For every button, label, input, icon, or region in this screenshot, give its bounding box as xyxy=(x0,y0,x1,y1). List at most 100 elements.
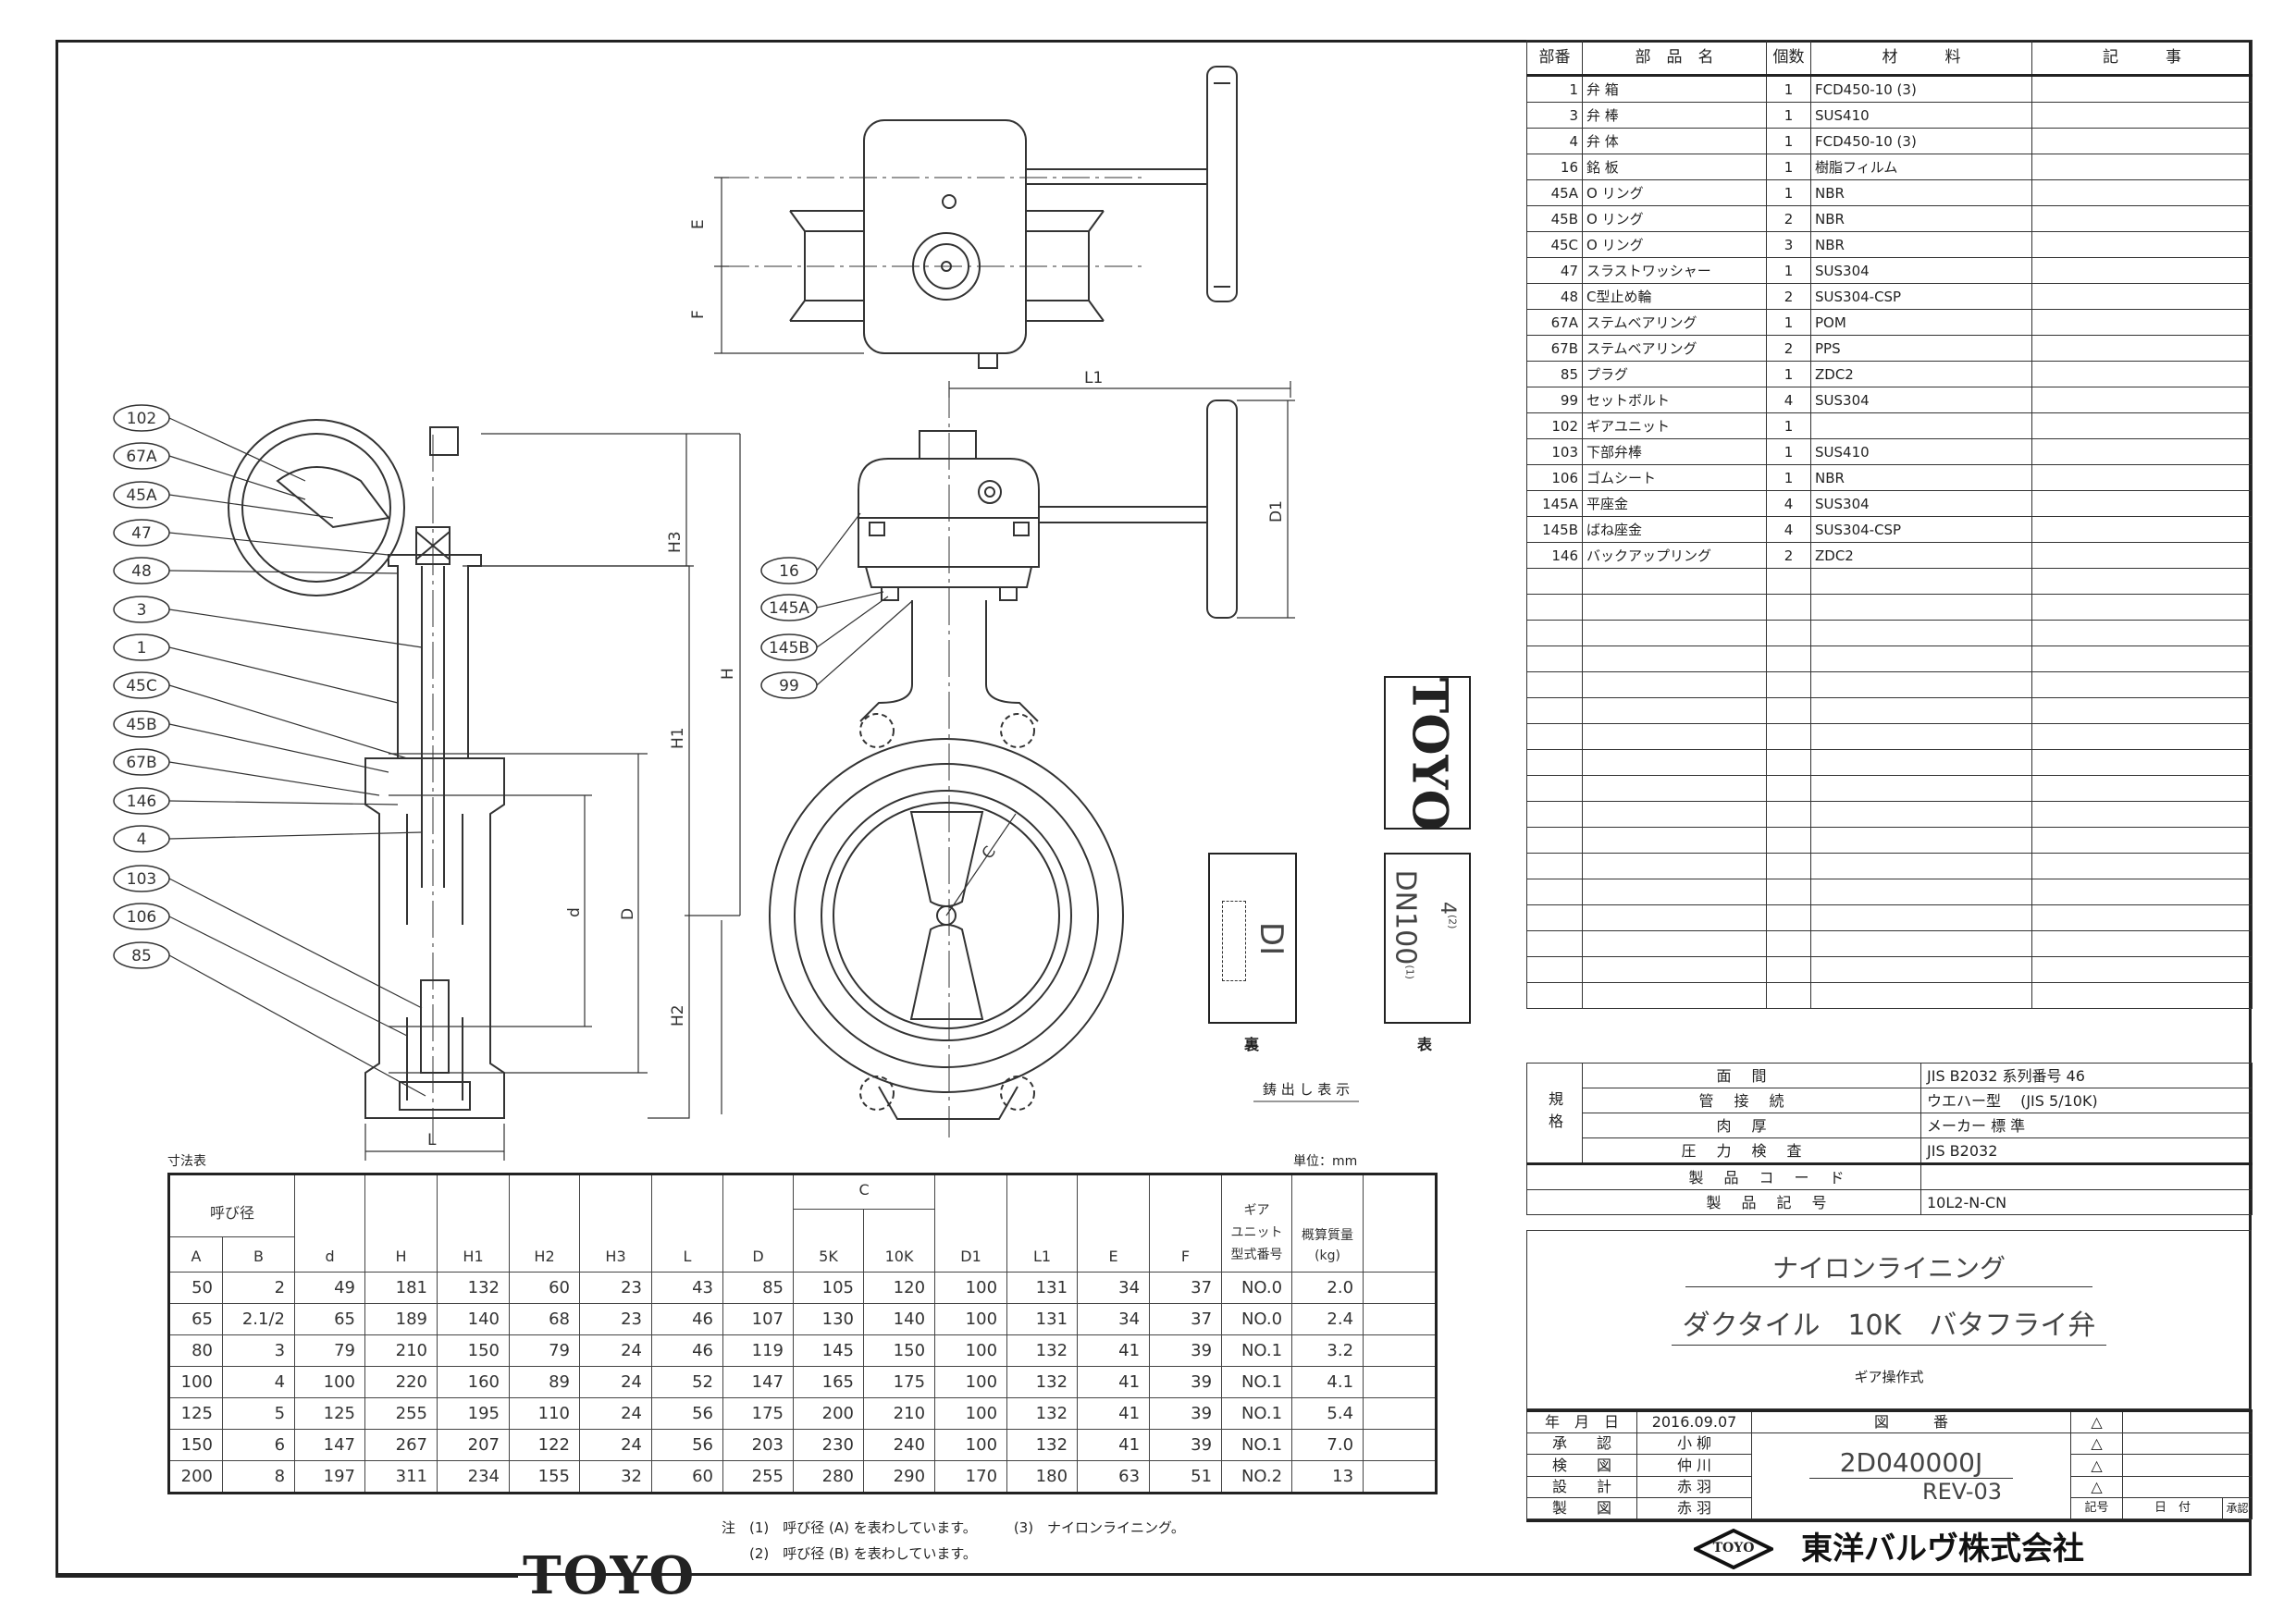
callout-label: 85 xyxy=(131,947,152,965)
part-name xyxy=(1582,956,1767,983)
col-header: B xyxy=(221,1236,296,1273)
part-name: 弁 体 xyxy=(1582,128,1767,154)
dimension-cell: 195 xyxy=(437,1397,511,1430)
dimension-cell: NO.0 xyxy=(1221,1272,1293,1304)
dimension-cell: 160 xyxy=(437,1366,511,1398)
callout-label: 45C xyxy=(126,677,157,695)
part-note xyxy=(2031,568,2253,595)
spec-label: 圧力検査 xyxy=(1582,1137,1921,1164)
note-2: (2) 呼び径 (B) を表わしています。 xyxy=(749,1545,977,1562)
part-material xyxy=(1810,982,2032,1009)
part-material: ZDC2 xyxy=(1810,542,2032,569)
dimension-cell xyxy=(1363,1366,1438,1398)
col-header: H2 xyxy=(509,1174,581,1273)
spec-group-label: 規格 xyxy=(1526,1063,1583,1164)
dimension-cell: 132 xyxy=(1006,1334,1079,1367)
part-name xyxy=(1582,697,1767,724)
part-name: スラストワッシャー xyxy=(1582,257,1767,284)
part-note xyxy=(2031,697,2253,724)
dimension-cell: 34 xyxy=(1077,1272,1151,1304)
dimension-cell: 46 xyxy=(651,1303,724,1335)
unit-label: 単位：mm xyxy=(1293,1154,1358,1169)
dimension-cell: 43 xyxy=(651,1272,724,1304)
part-note xyxy=(2031,490,2253,517)
company-row: TOYO 東洋バルヴ株式会社 xyxy=(1526,1519,2252,1576)
part-material: FCD450-10 (3) xyxy=(1810,75,2032,103)
part-name: ばね座金 xyxy=(1582,516,1767,543)
callout-102: 102 xyxy=(113,404,306,482)
part-name: ステムベアリング xyxy=(1582,309,1767,336)
parts-row-empty xyxy=(1526,620,2253,646)
dimension-cell: 50 xyxy=(168,1272,223,1304)
part-material: SUS304-CSP xyxy=(1810,283,2032,310)
dimension-cell: 52 xyxy=(651,1366,724,1398)
part-note xyxy=(2031,853,2253,879)
parts-row-empty xyxy=(1526,646,2253,672)
notes-prefix: 注 xyxy=(722,1519,736,1536)
part-no: 67A xyxy=(1526,309,1583,336)
dimension-cell: 23 xyxy=(579,1272,653,1304)
dim-label-l1: L1 xyxy=(1084,369,1103,387)
dimension-cell: 68 xyxy=(509,1303,581,1335)
callout-label: 45B xyxy=(126,716,156,734)
dimension-cell: 24 xyxy=(579,1429,653,1461)
dimension-cell: 5.4 xyxy=(1291,1397,1364,1430)
part-name: 下部弁棒 xyxy=(1582,438,1767,465)
part-no xyxy=(1526,568,1583,595)
part-note xyxy=(2031,231,2253,258)
dimension-cell: 130 xyxy=(793,1303,865,1335)
dimension-cell: 147 xyxy=(294,1429,366,1461)
design-name: 赤 羽 xyxy=(1636,1475,1752,1498)
col-header-part-name: 部 品 名 xyxy=(1582,40,1767,77)
part-note xyxy=(2031,594,2253,621)
part-name xyxy=(1582,723,1767,750)
part-qty: 1 xyxy=(1766,309,1811,336)
col-header: D1 xyxy=(934,1174,1008,1273)
callout-47: 47 xyxy=(113,519,389,556)
part-no xyxy=(1526,671,1583,698)
dimension-cell xyxy=(1363,1272,1438,1304)
note-1: (1) 呼び径 (A) を表わしています。 xyxy=(749,1519,977,1536)
dimension-cell: 3 xyxy=(221,1334,296,1367)
dimension-cell: 230 xyxy=(793,1429,865,1461)
dim-label-c: C xyxy=(979,843,1000,863)
part-qty xyxy=(1766,697,1811,724)
col-header: H3 xyxy=(579,1174,653,1273)
footer-logo: TOYO xyxy=(523,1545,697,1606)
dimension-cell: 41 xyxy=(1077,1397,1151,1430)
dimension-cell xyxy=(1363,1429,1438,1461)
part-material xyxy=(1810,671,2032,698)
drafting-label: 製 図 xyxy=(1526,1496,1637,1520)
casting-front-text: DN100 xyxy=(1389,869,1422,965)
callout-label: 145A xyxy=(769,599,809,618)
callout-label: 106 xyxy=(127,908,156,927)
part-name xyxy=(1582,775,1767,802)
part-no xyxy=(1526,879,1583,905)
dimension-cell: 24 xyxy=(579,1366,653,1398)
dimension-cell: NO.1 xyxy=(1221,1397,1293,1430)
part-material xyxy=(1810,723,2032,750)
parts-row-empty xyxy=(1526,930,2253,957)
callout-3: 3 xyxy=(113,596,423,648)
dimension-cell: 41 xyxy=(1077,1429,1151,1461)
callout-145B: 145B xyxy=(760,596,889,661)
revision: REV-03 xyxy=(1921,1478,2003,1505)
part-material: SUS304-CSP xyxy=(1810,516,2032,543)
col-header: d xyxy=(294,1174,366,1273)
part-note xyxy=(2031,154,2253,180)
col-header: H xyxy=(364,1174,438,1273)
part-note xyxy=(2031,801,2253,828)
part-qty: 4 xyxy=(1766,387,1811,413)
callout-label: 146 xyxy=(127,793,156,811)
dim-label-d1: D1 xyxy=(1267,500,1286,523)
dim-label-h2: H2 xyxy=(669,1004,687,1027)
callout-67A: 67A xyxy=(113,442,306,500)
part-qty xyxy=(1766,982,1811,1009)
title-line-1: ナイロンライニング xyxy=(1685,1253,2092,1287)
dim-label-e: E xyxy=(689,219,708,229)
dimension-cell: 145 xyxy=(793,1334,865,1367)
part-name: O リング xyxy=(1582,231,1767,258)
